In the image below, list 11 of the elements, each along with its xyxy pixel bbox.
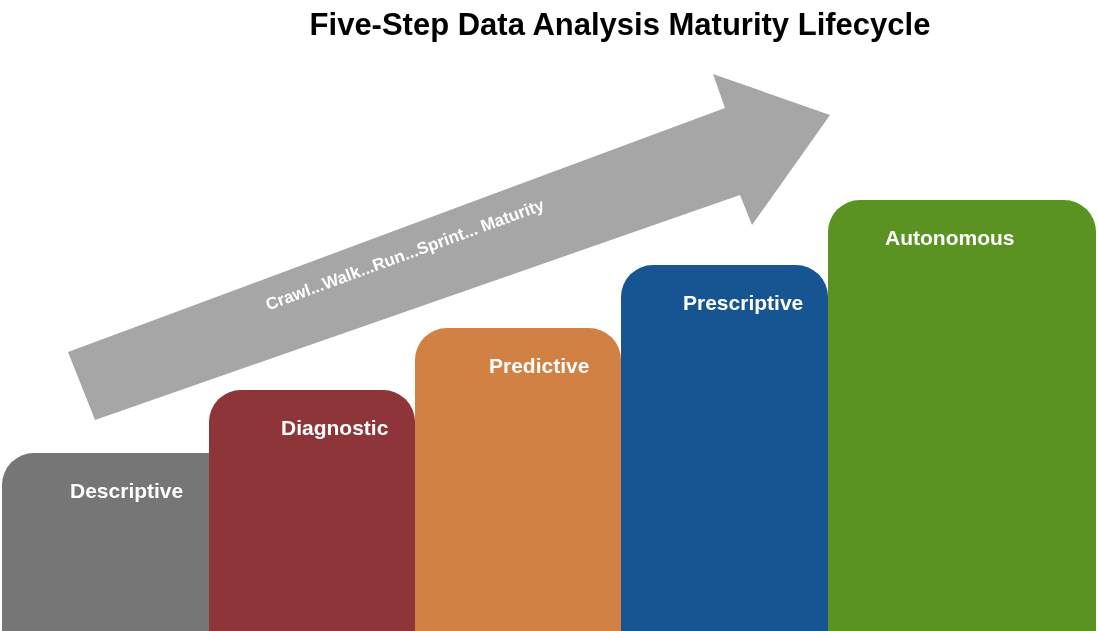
step-label: Diagnostic — [281, 415, 389, 441]
step-block — [415, 328, 621, 631]
step-block — [209, 390, 415, 631]
title: Five-Step Data Analysis Maturity Lifecycle — [308, 6, 932, 44]
step-label: Descriptive — [70, 478, 184, 504]
step-label: Predictive — [489, 353, 590, 379]
step-label: Prescriptive — [683, 290, 804, 316]
step-block — [621, 265, 828, 631]
step-block — [2, 453, 209, 631]
step-block — [828, 200, 1096, 631]
step-label: Autonomous — [885, 225, 1015, 251]
